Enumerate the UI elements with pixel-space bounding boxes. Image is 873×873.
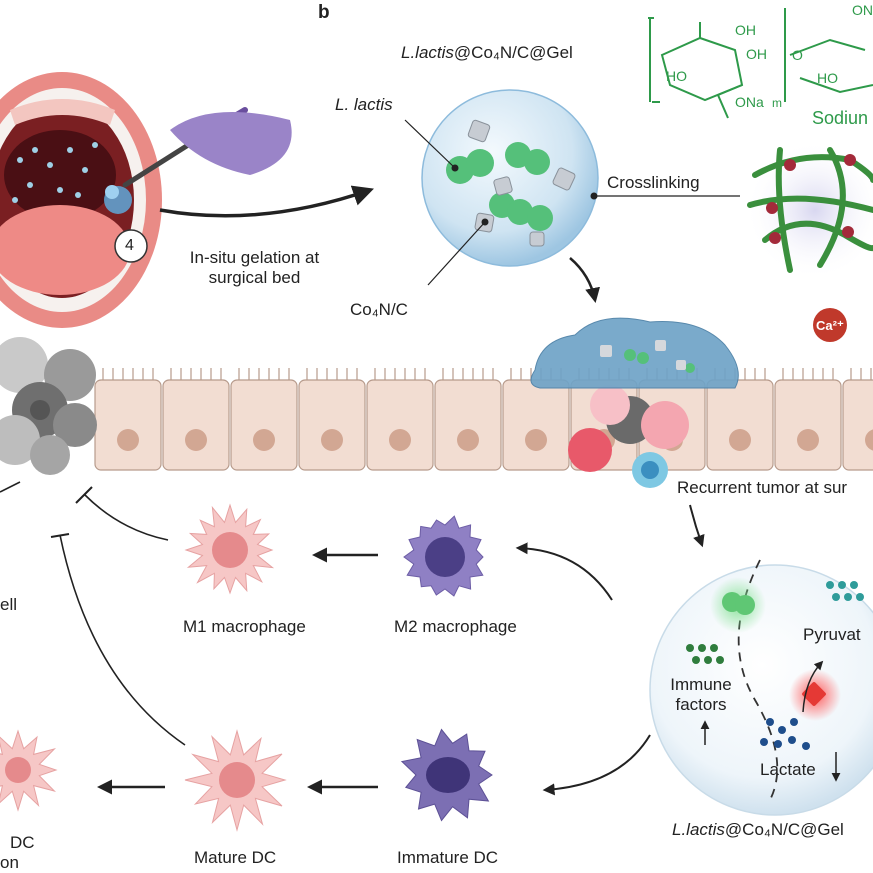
recurrent-tumor-label: Recurrent tumor at sur <box>677 478 848 497</box>
gel-sphere <box>421 89 599 267</box>
epithelial-nucleus <box>185 429 207 451</box>
insitu-line1: In-situ gelation at <box>189 248 320 267</box>
arrow-mouth-to-gel <box>159 185 374 218</box>
immature-dc-cell <box>400 728 493 822</box>
activated-dc-cell-cut <box>0 729 58 812</box>
cut-label-ell: ell <box>0 595 18 614</box>
arrow-gel-to-tumor <box>569 257 600 303</box>
epithelial-cell <box>842 379 873 471</box>
epithelial-cell <box>434 379 502 471</box>
alginate-structure <box>648 8 873 119</box>
immune-line2: factors <box>675 695 727 714</box>
bottom-gel-species: L.lactis <box>672 820 725 839</box>
bottom-gel-label: L.lactis@Co₄N/C@Gel <box>672 820 844 840</box>
panel-label: b <box>318 2 330 23</box>
chem-m: m <box>772 96 782 110</box>
mouth-illustration <box>0 72 162 328</box>
mature-dc-label: Mature DC <box>194 848 277 867</box>
step-badge <box>114 229 148 263</box>
lactate-label: Lactate <box>760 760 816 779</box>
cut-label-on: on <box>0 853 19 872</box>
epithelial-nucleus <box>321 429 343 451</box>
immune-factors-label: Immune factors <box>655 675 747 715</box>
m2-macrophage-cell <box>403 515 484 597</box>
insitu-label: In-situ gelation at surgical bed <box>172 248 337 288</box>
chem-oh-right: OH <box>746 46 767 62</box>
gel-title: L.lactis@Co₄N/C@Gel <box>401 43 573 63</box>
epithelial-nucleus <box>117 429 139 451</box>
chem-ona: ONa <box>735 94 764 110</box>
crosslinking-label: Crosslinking <box>607 173 700 192</box>
epithelial-cell <box>94 379 162 471</box>
insitu-line2: surgical bed <box>208 268 301 287</box>
epithelial-nucleus <box>729 429 751 451</box>
chem-oh: OH <box>735 22 756 38</box>
gel-on-tumor <box>530 317 739 488</box>
inhibit-cut-left <box>0 481 21 493</box>
m2-macrophage-label: M2 macrophage <box>394 617 517 636</box>
m1-macrophage-cell <box>184 503 275 595</box>
mature-dc-cell <box>184 729 287 832</box>
inhibit-dc-to-tumor <box>59 534 186 746</box>
epithelial-nucleus <box>253 429 275 451</box>
epithelial-cell <box>230 379 298 471</box>
l-lactis-label: L. lactis <box>335 95 393 114</box>
chem-o: O <box>792 47 803 63</box>
bottom-gel-formula: @Co₄N/C@Gel <box>724 820 844 839</box>
pointer-l-lactis <box>404 119 456 169</box>
arrow-sphere-to-immature <box>542 734 651 796</box>
applicator-tool <box>122 107 292 188</box>
epithelial-cell <box>366 379 434 471</box>
epithelial-nucleus <box>389 429 411 451</box>
epithelial-nucleus <box>797 429 819 451</box>
immune-line1: Immune <box>670 675 732 694</box>
inhibit-m1-to-tumor <box>84 494 169 541</box>
epithelial-cell <box>502 379 570 471</box>
calcium-ion <box>813 308 847 342</box>
chem-ho-right: HO <box>817 70 838 86</box>
alginate-network <box>745 140 873 280</box>
gel-title-formula: @Co₄N/C@Gel <box>453 43 573 62</box>
m1-macrophage-label: M1 macrophage <box>183 617 306 636</box>
arrow-sphere-to-m2 <box>515 542 613 601</box>
epithelial-cell <box>706 379 774 471</box>
epithelial-nucleus <box>865 429 873 451</box>
calcium-label: Ca²⁺ <box>816 318 844 333</box>
metabolism-sphere <box>649 559 873 816</box>
chem-on: ON <box>852 2 873 18</box>
epithelial-cell <box>298 379 366 471</box>
co4nc-label: Co₄N/C <box>350 300 408 319</box>
epithelial-cell <box>774 379 842 471</box>
pyruvate-label: Pyruvat <box>803 625 861 644</box>
epithelium-layer <box>94 368 873 471</box>
sodium-label: Sodiun <box>812 108 869 128</box>
gel-title-species: L.lactis <box>401 43 454 62</box>
epithelial-nucleus <box>457 429 479 451</box>
pointer-co4nc <box>427 221 486 286</box>
immature-dc-label: Immature DC <box>397 848 499 867</box>
cut-label-dc: DC <box>10 833 35 852</box>
epithelial-nucleus <box>525 429 547 451</box>
arrow-tumor-to-sphere <box>689 504 705 548</box>
chem-ho-left: HO <box>666 68 687 84</box>
step-number: 4 <box>125 237 134 254</box>
epithelial-cell <box>162 379 230 471</box>
tumor-cluster-left <box>0 337 97 475</box>
